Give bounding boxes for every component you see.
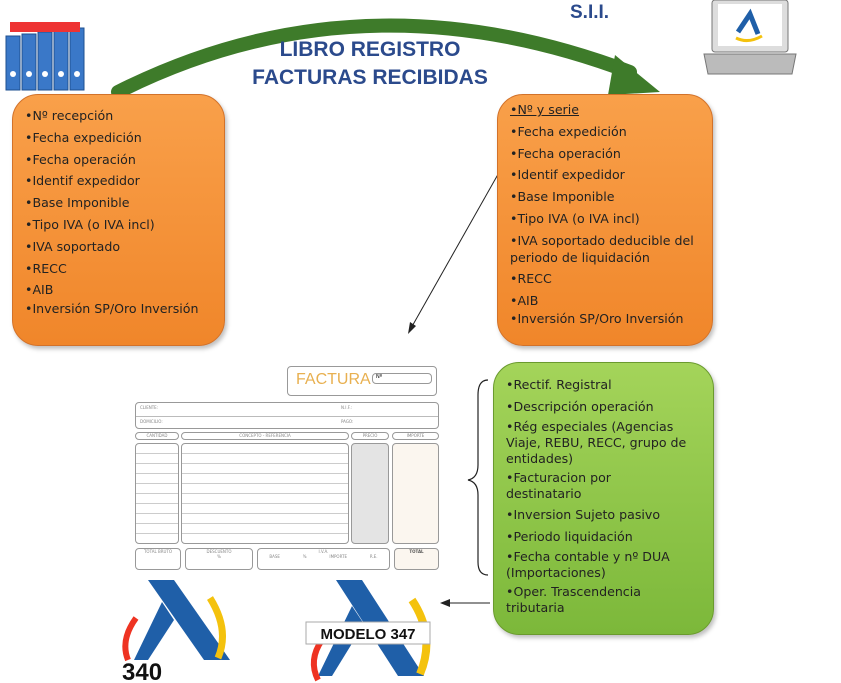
iva-re: R.E. xyxy=(369,554,378,559)
field-item: Fecha contable y nº DUA (Importaciones) xyxy=(506,549,701,581)
col-concepto: CONCEPTO - REFERENCIA xyxy=(181,432,349,440)
field-item: Facturacion por destinatario xyxy=(506,470,636,502)
total-bruto: TOTAL BRUTO xyxy=(135,548,181,570)
pago-label: PAGO: xyxy=(341,419,354,424)
descuento-label: DESCUENTO xyxy=(206,549,232,554)
descuento: DESCUENTO% xyxy=(185,548,253,570)
col-cantidad: CANTIDAD xyxy=(135,432,179,440)
field-item: RECC xyxy=(25,258,212,280)
field-item: IVA soportado xyxy=(25,236,212,258)
col-precio: PRECIO xyxy=(351,432,389,440)
binders-icon xyxy=(5,22,85,91)
field-item: Inversión SP/Oro Inversión xyxy=(510,311,700,327)
logo-340-text: 340 xyxy=(122,659,162,683)
field-item: Fecha expedición xyxy=(25,127,212,149)
cliente-label: CLIENTE: xyxy=(140,405,159,410)
right-fields-box: Nº y serie Fecha expedición Fecha operac… xyxy=(497,94,713,346)
laptop-icon xyxy=(703,0,797,75)
nif-label: N.I.F.: xyxy=(341,405,352,410)
field-item: Fecha expedición xyxy=(510,121,700,143)
field-item: Oper. Trascendencia tributaria xyxy=(506,584,666,616)
field-item: Identif expedidor xyxy=(510,164,700,186)
iva-group: I.V.A. BASE% IMPORTE R.E. xyxy=(257,548,390,570)
field-item: Base Imponible xyxy=(25,192,212,214)
field-item: RECC xyxy=(510,268,700,290)
field-item: Descripción operación xyxy=(506,397,701,416)
pct-label: % xyxy=(217,554,221,559)
field-item: IVA soportado deducible del periodo de l… xyxy=(510,232,700,266)
field-item: Inversion Sujeto pasivo xyxy=(506,505,701,524)
iva-base: BASE xyxy=(269,554,280,559)
field-item: AIB xyxy=(25,279,212,301)
domicilio-label: DOMICILIO: xyxy=(140,419,163,424)
field-item: Fecha operación xyxy=(510,143,700,165)
field-item: Tipo IVA (o IVA incl) xyxy=(25,214,212,236)
field-item: AIB xyxy=(510,290,700,312)
title-line-2: FACTURAS RECIBIDAS xyxy=(252,66,488,89)
field-item: Tipo IVA (o IVA incl) xyxy=(510,208,700,230)
field-item: Rectif. Registral xyxy=(506,375,701,394)
field-item: Periodo liquidación xyxy=(506,527,701,546)
aeat-340-logo: 340 xyxy=(122,580,230,683)
iva-pct: % xyxy=(302,554,307,559)
number-label: Nº xyxy=(376,374,383,380)
invoice-form: FACTURA Nº CLIENTE: N.I.F.: DOMICILIO: P… xyxy=(135,366,441,571)
total: TOTAL xyxy=(394,548,439,570)
iva-label: I.V.A. xyxy=(318,549,329,554)
modelo-347-logo: MODELO 347 xyxy=(305,580,431,682)
field-item: Nº y serie xyxy=(510,99,700,121)
invoice-number-field: Nº xyxy=(372,373,432,384)
title-line-1: LIBRO REGISTRO xyxy=(279,38,461,61)
field-item: Inversión SP/Oro Inversión xyxy=(25,301,212,317)
field-item: Base Imponible xyxy=(510,186,700,208)
left-fields-box: Nº recepción Fecha expedición Fecha oper… xyxy=(12,94,225,346)
invoice-title: FACTURA xyxy=(296,371,371,388)
modelo-347-text: MODELO 347 xyxy=(320,626,415,643)
field-item: Nº recepción xyxy=(25,105,212,127)
col-importe: IMPORTE xyxy=(392,432,439,440)
iva-importe: IMPORTE xyxy=(329,554,348,559)
additional-fields-box: Rectif. Registral Descripción operación … xyxy=(493,362,714,635)
field-item: Identif expedidor xyxy=(25,170,212,192)
field-item: Rég especiales (Agencias Viaje, REBU, RE… xyxy=(506,419,701,467)
sii-label: S.I.I. xyxy=(570,2,610,23)
field-item: Fecha operación xyxy=(25,149,212,171)
